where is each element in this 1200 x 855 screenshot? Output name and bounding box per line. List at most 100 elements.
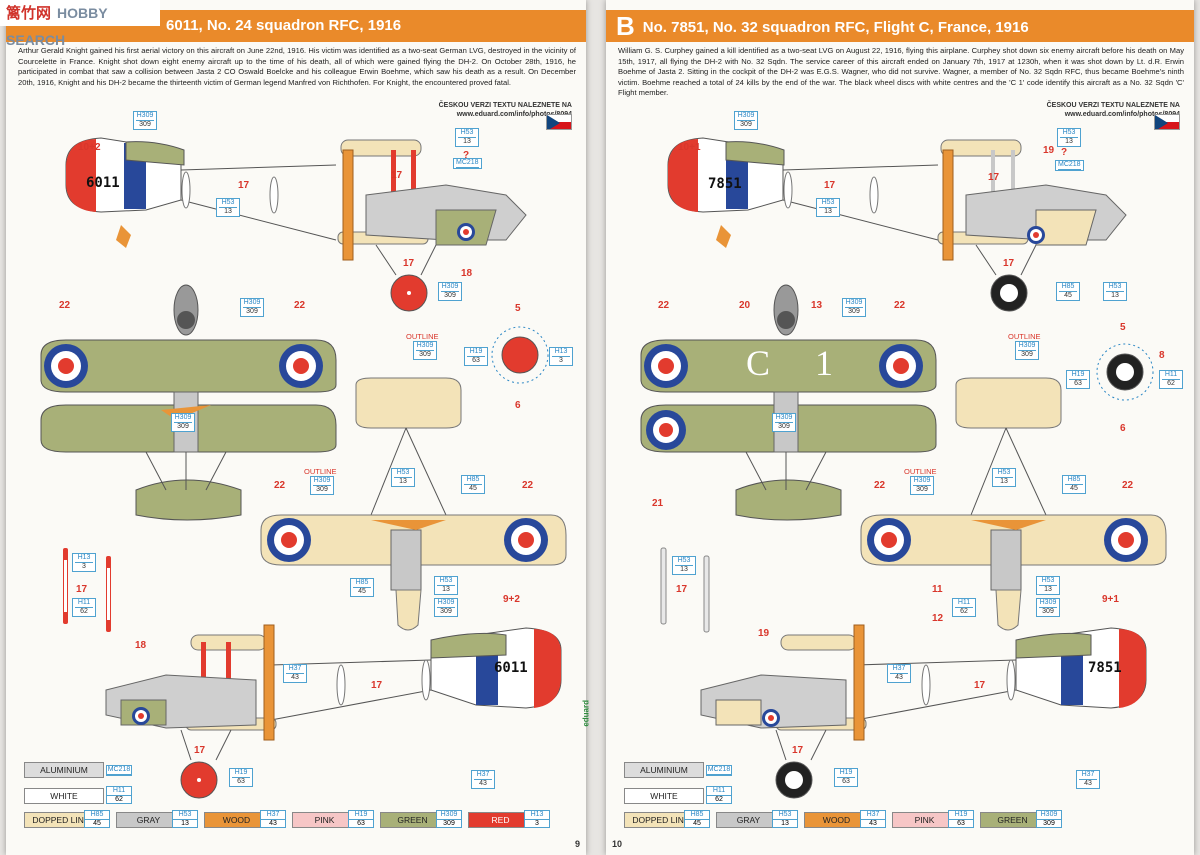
right-callout-5: 17 — [988, 172, 1000, 183]
right-serial-top: 7851 — [708, 176, 742, 192]
left-aircraft-drawings — [40, 137, 567, 799]
czech-flag-icon — [546, 114, 572, 130]
right-callout-10: 22 — [894, 300, 906, 311]
left-callout-7: 22 — [294, 300, 306, 311]
right-callout-14: 21 — [652, 498, 664, 509]
right-callout-3: 19 — [1043, 145, 1055, 156]
right-question-mark: ? — [1061, 147, 1068, 158]
right-callout-11: 5 — [1120, 322, 1126, 333]
right-page-number: 10 — [612, 839, 623, 849]
left-callout-13: 9+2 — [503, 594, 520, 605]
left-callout-12: 17 — [76, 584, 88, 595]
left-callout-5: 18 — [461, 268, 473, 279]
right-callout-19: 12 — [932, 613, 944, 624]
left-callout-2: 17 — [238, 180, 250, 191]
left-question-mark: ? — [463, 150, 470, 161]
right-outline-label-2: OUTLINE — [904, 467, 937, 476]
legend-swatch-green: GREEN — [380, 812, 445, 828]
right-squadron-code: C 1 — [746, 343, 852, 383]
left-top-view — [40, 284, 337, 521]
legend-swatch-white: WHITE — [24, 788, 104, 804]
left-page: 6011, No. 24 squadron RFC, 1916 Arthur G… — [6, 0, 591, 855]
right-callout-1: 10+1 — [678, 142, 701, 153]
left-callout-9: 6 — [515, 400, 521, 411]
left-callout-11: 22 — [522, 480, 534, 491]
right-callout-15: 22 — [874, 480, 886, 491]
left-callout-6: 22 — [59, 300, 71, 311]
watermark-logo: 篱竹网 — [6, 5, 52, 22]
left-bottom-view — [260, 377, 567, 631]
right-cz-line1: ČESKOU VERZI TEXTU NALEZNETE NA — [1046, 102, 1180, 109]
left-serial-bottom: 6011 — [494, 660, 528, 676]
legend-swatch-aluminium: ALUMINIUM — [24, 762, 104, 778]
left-outline-label-1: OUTLINE — [406, 332, 439, 341]
right-outline-label-1: OUTLINE — [1008, 332, 1041, 341]
left-code-2: MC218 — [453, 158, 482, 169]
right-wheel-center — [1116, 363, 1134, 381]
left-wheel-detail — [501, 336, 539, 374]
right-callout-8: 20 — [739, 300, 751, 311]
left-serial-top: 6011 — [86, 175, 120, 191]
left-side-view-top — [65, 137, 527, 312]
left-callout-14: 18 — [135, 640, 147, 651]
left-callout-8: 5 — [515, 303, 521, 314]
left-cz-url: www.eduard.com/info/photos/8094 — [456, 110, 572, 118]
right-callout-2: 17 — [824, 180, 836, 191]
right-callout-22: 17 — [974, 680, 986, 691]
left-callout-15: 17 — [371, 680, 383, 691]
right-banner-letter: B — [616, 11, 635, 41]
right-callout-12: 8 — [1159, 350, 1165, 361]
right-story-text: William G. S. Curphey gained a kill iden… — [618, 46, 1184, 98]
right-callout-20: 9+1 — [1102, 594, 1119, 605]
legend-code-aluminium: MC218 — [706, 765, 732, 776]
left-side-view-bottom — [105, 624, 562, 799]
right-serial-bottom: 7851 — [1088, 660, 1122, 676]
right-callout-9: 13 — [811, 300, 823, 311]
legend-code-aluminium: MC218 — [106, 765, 132, 776]
